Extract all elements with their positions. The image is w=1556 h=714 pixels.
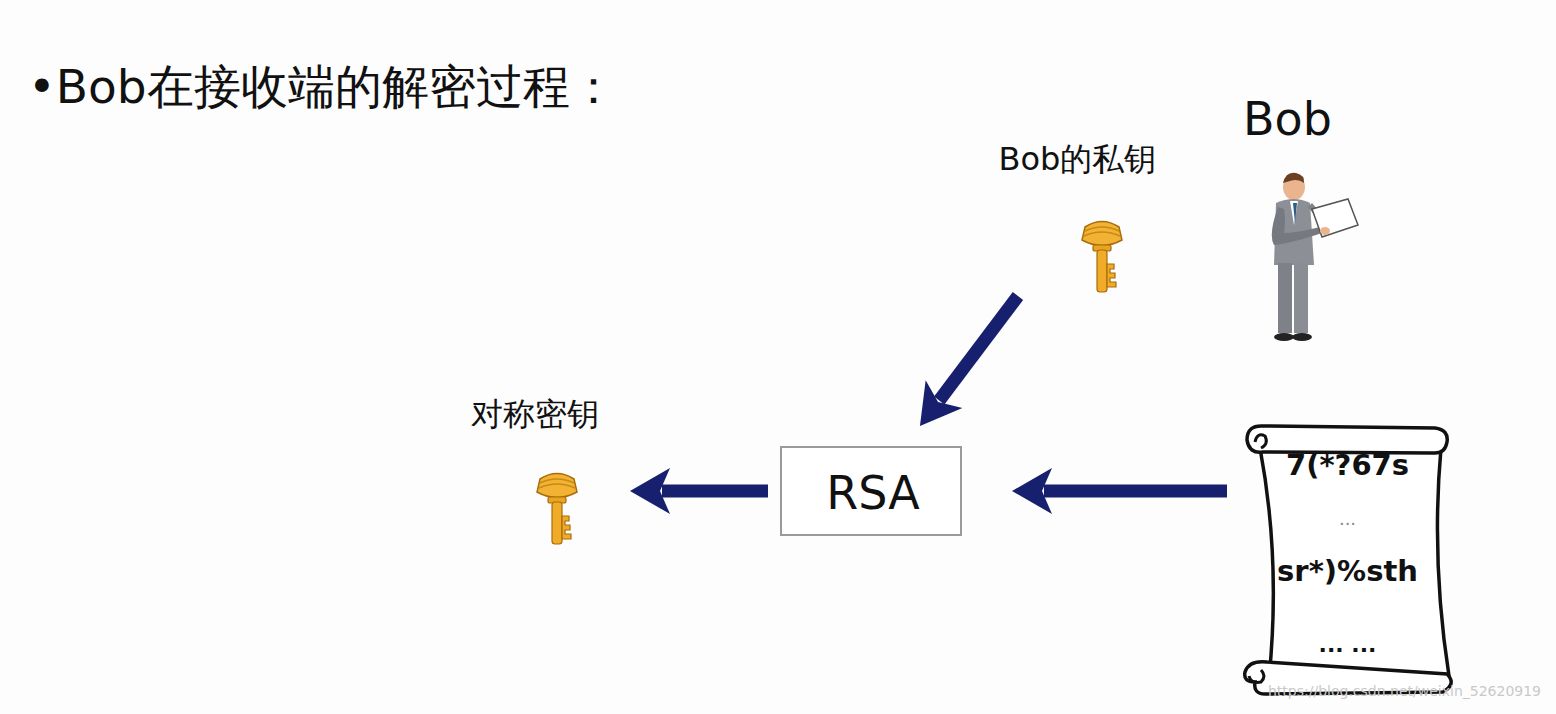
arrow-shaft xyxy=(939,296,1018,400)
cipher-text: ... ... xyxy=(1235,632,1460,657)
cipher-text: 7(*?67s xyxy=(1235,448,1460,482)
slide-title: •Bob在接收端的解密过程： xyxy=(28,56,617,119)
key-label: Bob的私钥 xyxy=(985,138,1170,182)
process-box: RSA xyxy=(780,446,962,536)
arrow-connector xyxy=(630,468,768,514)
arrow-head xyxy=(920,380,962,426)
arrow-connector xyxy=(920,296,1018,426)
bob-figure xyxy=(1262,165,1367,345)
cipher-text: ... xyxy=(1235,508,1460,529)
arrow-head xyxy=(630,468,670,514)
key-label: 对称密钥 xyxy=(455,393,615,437)
person-name: Bob xyxy=(1243,92,1332,146)
key-icon xyxy=(535,470,579,546)
ciphertext-scroll: 7(*?67s... sr*)%sth ... ... xyxy=(1235,420,1460,700)
arrow-shaft xyxy=(662,485,768,498)
watermark: https://blog.csdn.net/weixin_52620919 xyxy=(1268,683,1541,699)
key-icon: 对称密钥 xyxy=(455,393,615,548)
cipher-text: sr*)%sth xyxy=(1235,554,1460,588)
arrow-connector xyxy=(1012,468,1227,514)
key-icon xyxy=(1080,218,1124,294)
arrow-shaft xyxy=(1044,485,1227,498)
key-icon: Bob的私钥 xyxy=(985,138,1170,296)
box-label: RSA xyxy=(782,466,964,520)
arrow-head xyxy=(1012,468,1052,514)
